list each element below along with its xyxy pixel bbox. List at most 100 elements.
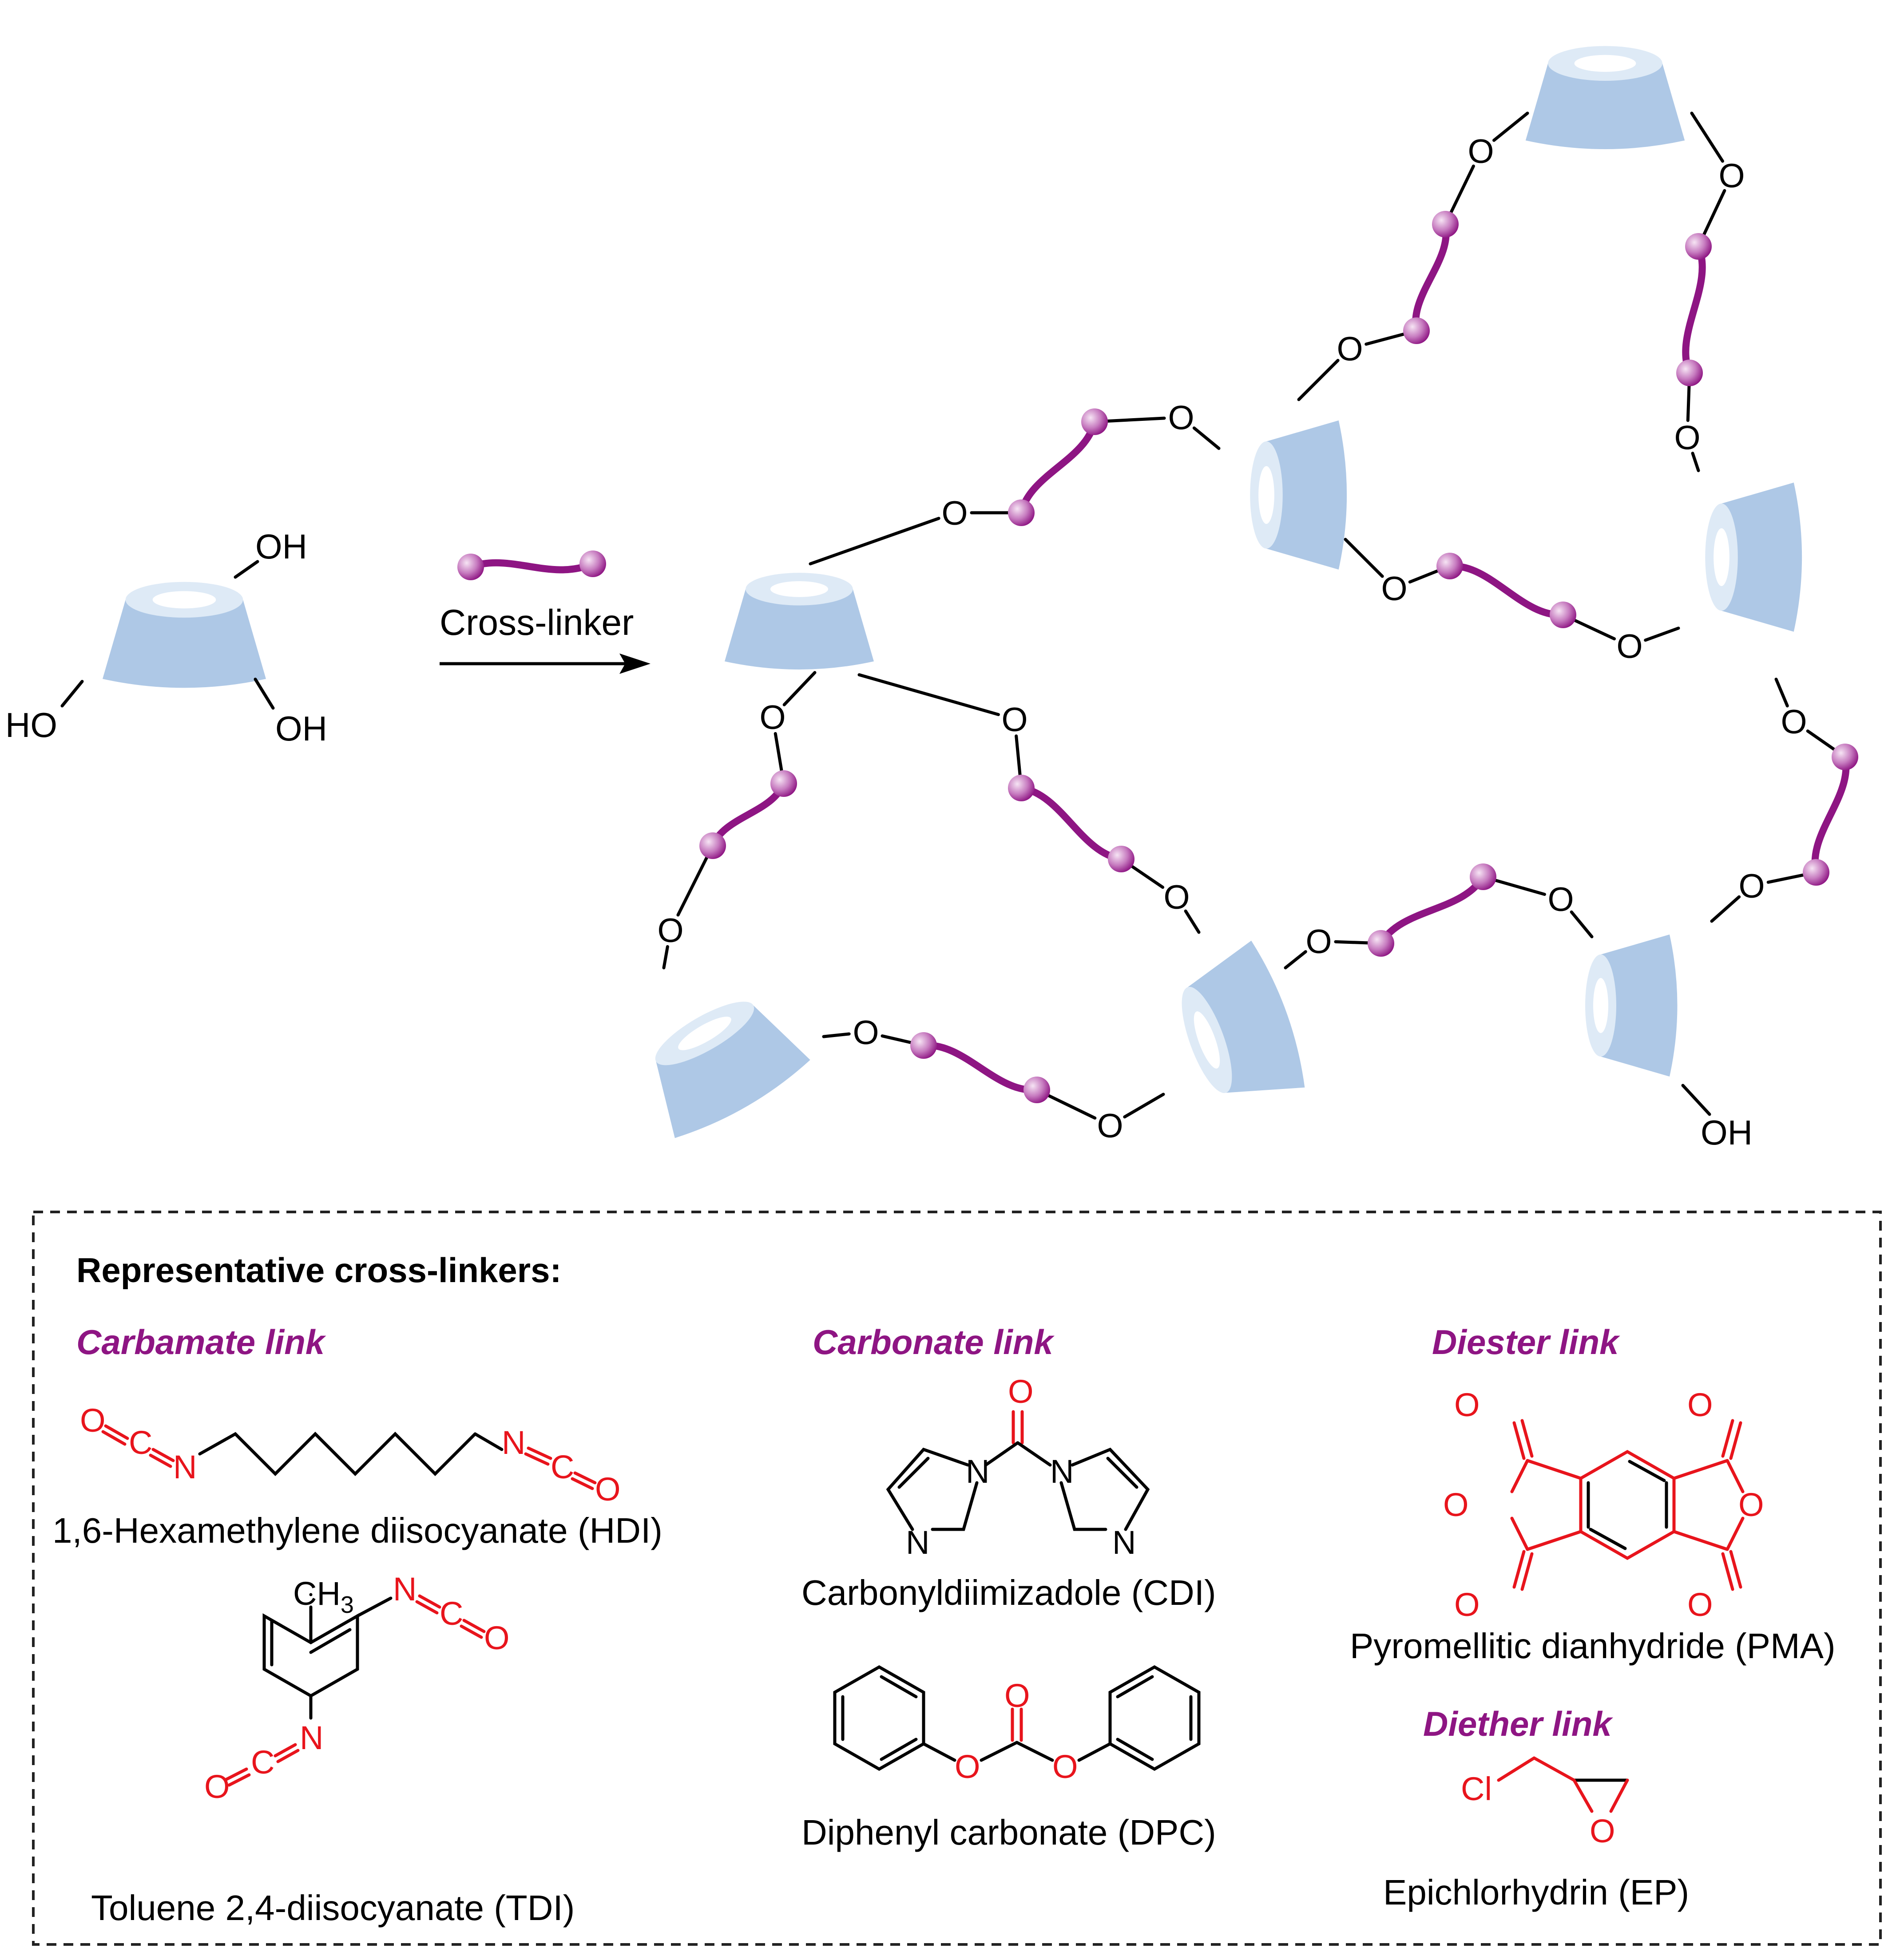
ether-oxygen-label: O bbox=[1163, 879, 1190, 916]
ether-oxygen-label: O bbox=[1097, 1107, 1123, 1145]
category-diether: Diether link bbox=[1423, 1704, 1613, 1743]
crosslinker-chain bbox=[709, 780, 787, 849]
ether-oxygen-label: O bbox=[853, 1014, 879, 1052]
ether-oxygen-label: O bbox=[1337, 330, 1363, 368]
crosslinker-chain bbox=[1811, 753, 1850, 876]
atom-o: O bbox=[484, 1619, 510, 1656]
atom-n: N bbox=[502, 1424, 525, 1461]
ether-oxygen-label: O bbox=[1168, 399, 1194, 437]
ether-oxygen-label: O bbox=[759, 699, 785, 736]
crosslinker-bead bbox=[1432, 211, 1459, 238]
crosslinker-bead bbox=[1470, 863, 1496, 890]
atom-o: O bbox=[1052, 1748, 1078, 1785]
ether-oxygen-label: O bbox=[1001, 701, 1027, 739]
atom-n: N bbox=[173, 1449, 197, 1485]
atom-o: O bbox=[1443, 1486, 1469, 1523]
category-diester: Diester link bbox=[1432, 1322, 1620, 1362]
crosslinker-bead bbox=[1550, 602, 1576, 628]
cyclodextrin-unit bbox=[725, 573, 874, 670]
hydroxyl-label: OH bbox=[275, 709, 327, 748]
crosslinker-bead bbox=[1676, 360, 1703, 386]
atom-o: O bbox=[1454, 1586, 1480, 1623]
compound-cdi: Carbonyldiimizadole (CDI) bbox=[801, 1573, 1216, 1612]
crosslinker-chain bbox=[1412, 221, 1450, 334]
atom-n: N bbox=[393, 1571, 416, 1608]
ether-oxygen-label: O bbox=[1674, 419, 1700, 457]
compound-ep: Epichlorhydrin (EP) bbox=[1383, 1873, 1689, 1912]
crosslinker-chain bbox=[920, 1041, 1040, 1094]
crosslinker-bead bbox=[910, 1032, 937, 1059]
dpc-structure: O O O bbox=[833, 1665, 1201, 1785]
atom-c: C bbox=[251, 1744, 274, 1781]
crosslinker-box bbox=[32, 1211, 1882, 1946]
cyclodextrin-unit bbox=[1705, 483, 1802, 632]
atom-n: N bbox=[906, 1524, 929, 1561]
atom-n: N bbox=[1112, 1524, 1136, 1561]
ether-oxygen-label: O bbox=[1616, 628, 1642, 665]
atom-c: C bbox=[129, 1424, 152, 1461]
crosslinker-chain bbox=[1377, 873, 1487, 947]
atom-c: C bbox=[440, 1595, 463, 1632]
crosslinker-bead bbox=[1108, 846, 1134, 872]
ether-oxygen-label: O bbox=[1738, 867, 1765, 905]
crosslinker-bead bbox=[1008, 775, 1035, 801]
crosslinker-chain bbox=[1682, 243, 1706, 376]
cyclodextrin-unit bbox=[1585, 934, 1678, 1077]
ether-oxygen-label: O bbox=[941, 495, 968, 532]
crosslinker-bead bbox=[1008, 499, 1035, 526]
crosslinker-bead bbox=[1023, 1077, 1050, 1103]
cdi-structure: O N N N N bbox=[886, 1373, 1150, 1561]
cyclodextrin-monomer: OH OH HO bbox=[5, 527, 327, 748]
cyclodextrin-unit bbox=[1525, 46, 1685, 149]
hydroxyl-label: OH bbox=[1701, 1113, 1753, 1152]
ether-oxygen-label: O bbox=[1381, 570, 1407, 608]
crosslinker-chain bbox=[1446, 562, 1567, 619]
category-carbamate: Carbamate link bbox=[76, 1322, 326, 1362]
atom-o: O bbox=[1590, 1813, 1615, 1849]
ether-oxygen-label: O bbox=[1305, 923, 1332, 961]
atom-o: O bbox=[1008, 1373, 1034, 1410]
atom-o: O bbox=[1454, 1386, 1480, 1423]
crosslinker-icon bbox=[457, 550, 606, 580]
crosslinker-bead bbox=[1403, 317, 1430, 344]
atom-o: O bbox=[1738, 1486, 1764, 1523]
pma-structure: O O O O O O bbox=[1443, 1386, 1764, 1623]
category-carbonate: Carbonate link bbox=[813, 1322, 1055, 1362]
compound-hdi: 1,6-Hexamethylene diisocyanate (HDI) bbox=[52, 1511, 662, 1550]
compound-tdi: Toluene 2,4-diisocyanate (TDI) bbox=[91, 1888, 575, 1928]
atom-c: C bbox=[551, 1449, 574, 1485]
box-title: Representative cross-linkers: bbox=[76, 1251, 562, 1290]
crosslinker-bead bbox=[1368, 930, 1394, 957]
cyclodextrin-unit bbox=[628, 979, 815, 1146]
crosslinker-bead bbox=[1832, 744, 1858, 770]
hdi-structure: O C N N C O bbox=[80, 1402, 621, 1508]
ether-oxygen-label: O bbox=[657, 912, 683, 950]
atom-o: O bbox=[80, 1402, 106, 1439]
compound-pma: Pyromellitic dianhydride (PMA) bbox=[1350, 1626, 1836, 1666]
hydroxyl-label: OH bbox=[255, 527, 307, 566]
ether-oxygen-label: O bbox=[1718, 157, 1745, 195]
ether-oxygen-label: O bbox=[1468, 133, 1494, 170]
atom-o: O bbox=[1004, 1677, 1030, 1714]
ep-structure: Cl O bbox=[1461, 1756, 1629, 1849]
crosslinker-bead bbox=[1685, 233, 1712, 260]
crosslinker-chain bbox=[1018, 784, 1125, 863]
atom-o: O bbox=[204, 1768, 230, 1805]
compound-dpc: Diphenyl carbonate (DPC) bbox=[801, 1813, 1216, 1852]
atom-o: O bbox=[955, 1748, 980, 1785]
crosslinker-bead bbox=[1436, 553, 1463, 579]
ether-oxygen-label: O bbox=[1547, 881, 1574, 919]
atom-o: O bbox=[1687, 1586, 1713, 1623]
atom-cl: Cl bbox=[1461, 1770, 1492, 1807]
atom-n: N bbox=[300, 1719, 323, 1756]
atom-o: O bbox=[1687, 1386, 1713, 1423]
crosslinker-bead bbox=[770, 770, 797, 797]
network-cyclodextrins bbox=[628, 46, 1802, 1146]
tdi-structure: CH3 N C O N C O bbox=[204, 1571, 510, 1805]
cyclodextrin-unit bbox=[1250, 420, 1347, 570]
crosslinker-bead bbox=[699, 832, 726, 859]
hydroxyl-label: HO bbox=[5, 705, 57, 744]
